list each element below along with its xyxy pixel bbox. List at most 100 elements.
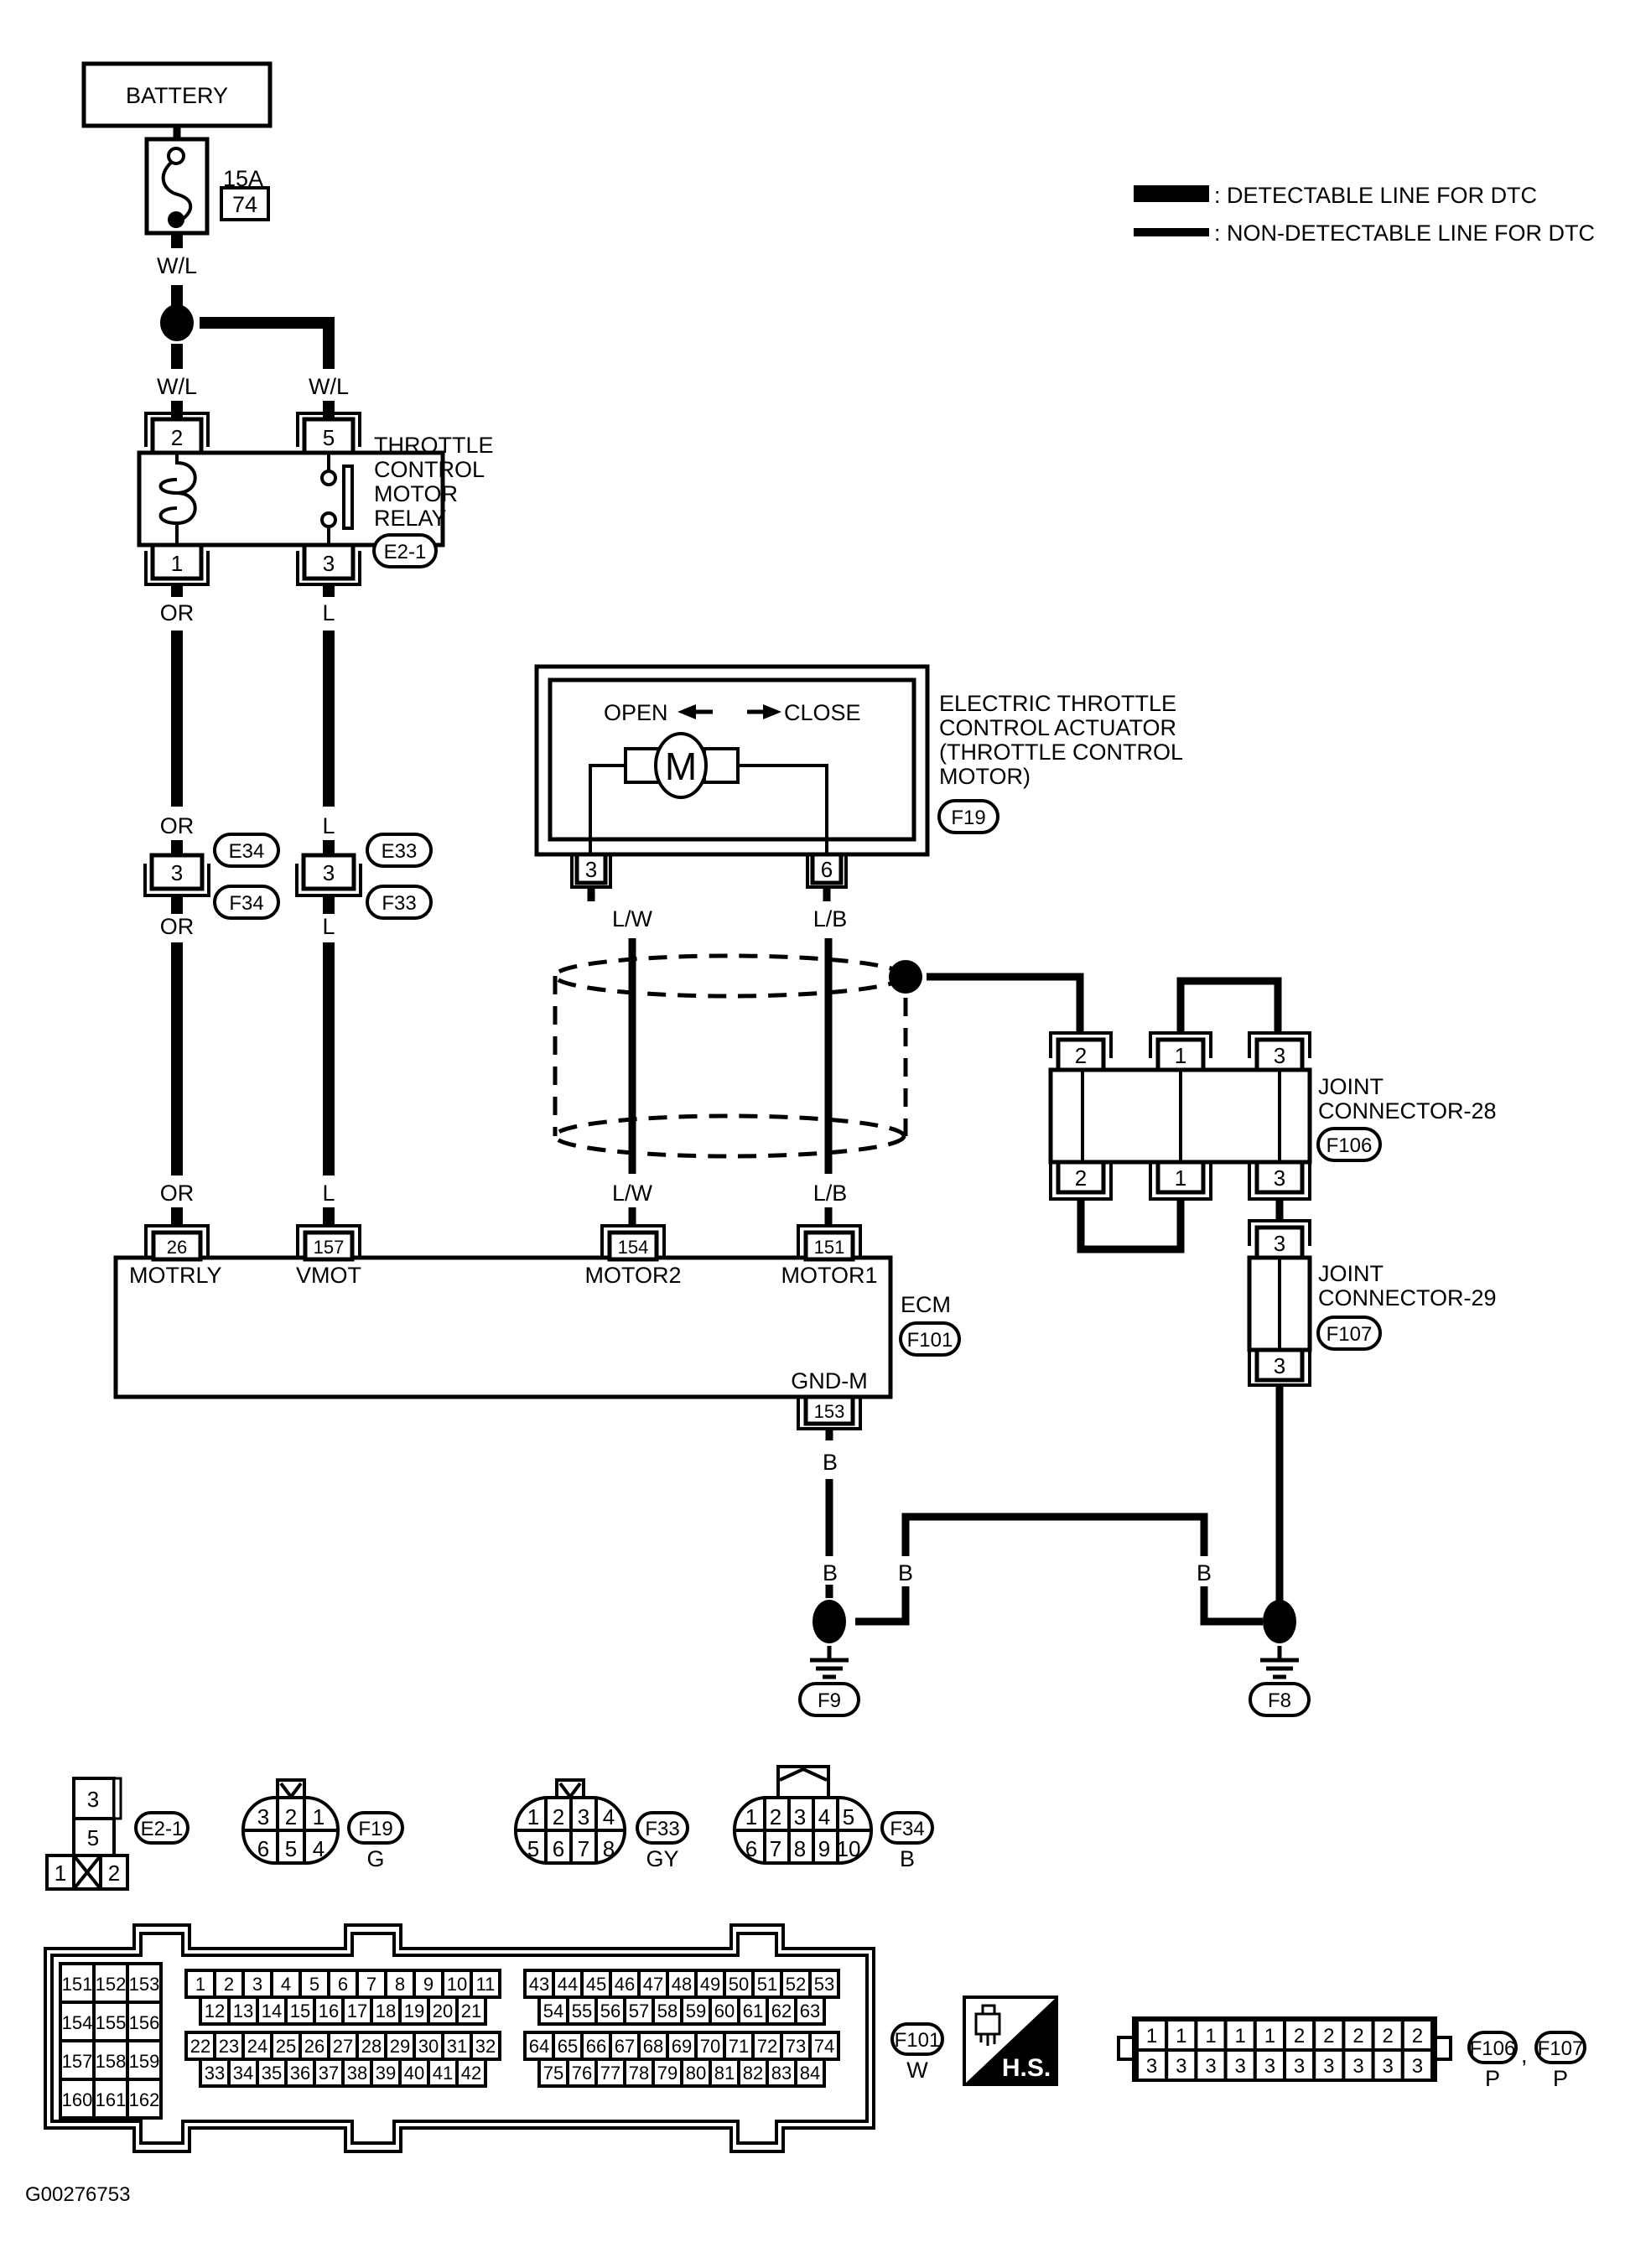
pin-cell xyxy=(1165,2018,1198,2052)
pin-cell xyxy=(1400,2018,1435,2052)
wire-color-relay-pin5: W/L xyxy=(309,374,349,399)
pin-cell xyxy=(680,1996,712,2026)
legend-detectable-swatch xyxy=(1134,185,1209,202)
connector-pin: 3 xyxy=(257,1804,269,1829)
svg-text:26: 26 xyxy=(167,1237,187,1258)
svg-text:2: 2 xyxy=(1075,1043,1087,1068)
connector-pin: 1 xyxy=(527,1804,539,1829)
connector-pin: 8 xyxy=(603,1836,615,1861)
connector-pin: 5 xyxy=(309,1974,319,1995)
jc29-bottom-pin-3: 3 xyxy=(1248,1347,1311,1387)
pin-cell xyxy=(552,1969,584,1999)
jc29-top-pin-3: 3 xyxy=(1248,1219,1311,1260)
connector-pin: 3 xyxy=(252,1974,262,1995)
connector-pin: 3 xyxy=(1323,2055,1334,2078)
throttle-control-motor-relay: 2 5 1 3 THROTTLE xyxy=(137,412,494,586)
wire-color-e34-top: OR xyxy=(160,813,195,838)
pin-cell xyxy=(427,2058,459,2088)
svg-text:1: 1 xyxy=(171,551,183,576)
actuator-title-line-4: MOTOR) xyxy=(939,764,1031,789)
connector-pin: 159 xyxy=(129,2051,160,2072)
ecm-pin-151: 151 xyxy=(797,1224,862,1262)
pin-cell xyxy=(126,1962,163,2004)
connector-pin: 73 xyxy=(786,2036,806,2057)
jc28-title-line-1: JOINT xyxy=(1318,1074,1384,1099)
ground-f9-splice xyxy=(813,1600,846,1643)
wire-color-ecm151: L/B xyxy=(813,1181,848,1206)
pin-cell xyxy=(1312,2048,1346,2082)
connector-pin: 2 xyxy=(224,1974,234,1995)
connector-pin: 32 xyxy=(475,2036,496,2057)
electric-throttle-control-actuator: OPEN CLOSE M 3 6 ELECTRIC THROTTLE xyxy=(534,664,1183,889)
svg-text:1: 1 xyxy=(1175,1165,1186,1191)
connector-pin: 55 xyxy=(572,2001,592,2021)
connector-pin: 71 xyxy=(729,2036,749,2057)
connector-pin: 3 xyxy=(1146,2055,1157,2078)
connector-pin: 3 xyxy=(1205,2055,1216,2078)
connector-pin: 151 xyxy=(62,1974,93,1995)
ground-f8-splice xyxy=(1263,1600,1296,1643)
f106-color: P xyxy=(1485,2066,1500,2091)
pin-cell xyxy=(370,1996,402,2026)
ground-icon xyxy=(1260,1646,1299,1679)
relay-title-line-1: THROTTLE xyxy=(374,433,494,458)
e33-id: E33 xyxy=(382,840,418,863)
f19-view-id: F19 xyxy=(358,1818,392,1840)
wire-f8-bridge-low xyxy=(1200,1586,1263,1626)
ecm-connector-id: F101 xyxy=(907,1329,953,1352)
connector-pin: 10 xyxy=(447,1974,467,1995)
connector-pin: 31 xyxy=(447,2036,467,2057)
connector-pin: 44 xyxy=(558,1974,578,1995)
ground-f9-id: F9 xyxy=(818,1689,841,1712)
connector-pin: 51 xyxy=(757,1974,777,1995)
pin-cell xyxy=(59,2001,96,2042)
diagram-id: G00276753 xyxy=(25,2183,130,2206)
connector-pin: 33 xyxy=(205,2063,225,2084)
svg-text:151: 151 xyxy=(814,1237,845,1258)
f33-badge xyxy=(366,885,433,920)
connector-pin: 60 xyxy=(714,2001,735,2021)
jc28-bottom-pin-1: 1 xyxy=(1149,1160,1212,1201)
connector-pin: 66 xyxy=(586,2036,606,2057)
relay-pin-3: 3 xyxy=(296,542,361,586)
inline-connector-e33-f33: 3 E33 F33 xyxy=(295,833,433,920)
svg-text:2: 2 xyxy=(1075,1165,1087,1191)
ecm-terminal-vmot: VMOT xyxy=(296,1263,361,1288)
wire-color-relay-pin1: OR xyxy=(160,600,195,625)
connector-pin: 2 xyxy=(553,1804,564,1829)
ecm-pin-157: 157 xyxy=(296,1224,361,1262)
fuse-number: 74 xyxy=(232,192,257,217)
wire-color-f8-bridge: B xyxy=(1197,1560,1212,1586)
e21-pin: 1 xyxy=(55,1861,66,1886)
f33-id: F33 xyxy=(382,892,416,915)
ecm-box xyxy=(113,1255,893,1399)
pin-cell xyxy=(398,2058,430,2088)
svg-text:154: 154 xyxy=(618,1237,649,1258)
connector-pin: 6 xyxy=(553,1836,564,1861)
svg-text:1: 1 xyxy=(1175,1043,1186,1068)
connector-pin: 161 xyxy=(96,2089,127,2110)
relay-pin-2: 2 xyxy=(144,412,210,455)
pin-cell xyxy=(1371,2048,1404,2082)
jc28-connector-id: F106 xyxy=(1327,1134,1373,1157)
jc28-title-line-2: CONNECTOR-28 xyxy=(1318,1098,1497,1124)
connector-pin: 1 xyxy=(1205,2025,1216,2047)
hs-label: H.S. xyxy=(1002,2054,1051,2082)
legend: : DETECTABLE LINE FOR DTC : NON-DETECTAB… xyxy=(1134,183,1595,246)
e33-badge xyxy=(366,833,433,868)
connector-pin: 2 xyxy=(770,1804,781,1829)
ground-icon xyxy=(810,1646,849,1679)
connector-pin: 152 xyxy=(96,1974,127,1995)
pin-cell xyxy=(1135,2048,1169,2082)
pin-cell xyxy=(580,1969,612,1999)
connector-pin: 24 xyxy=(247,2036,267,2057)
relay-title-line-2: CONTROL xyxy=(374,457,485,482)
connector-pin: 63 xyxy=(800,2001,820,2021)
f101-view-id: F101 xyxy=(895,2029,941,2052)
svg-text:3: 3 xyxy=(1274,1043,1285,1068)
connector-pin: 23 xyxy=(219,2036,239,2057)
wire-color-f9-bridge: B xyxy=(898,1560,913,1586)
legend-non-detectable-swatch xyxy=(1134,228,1209,236)
